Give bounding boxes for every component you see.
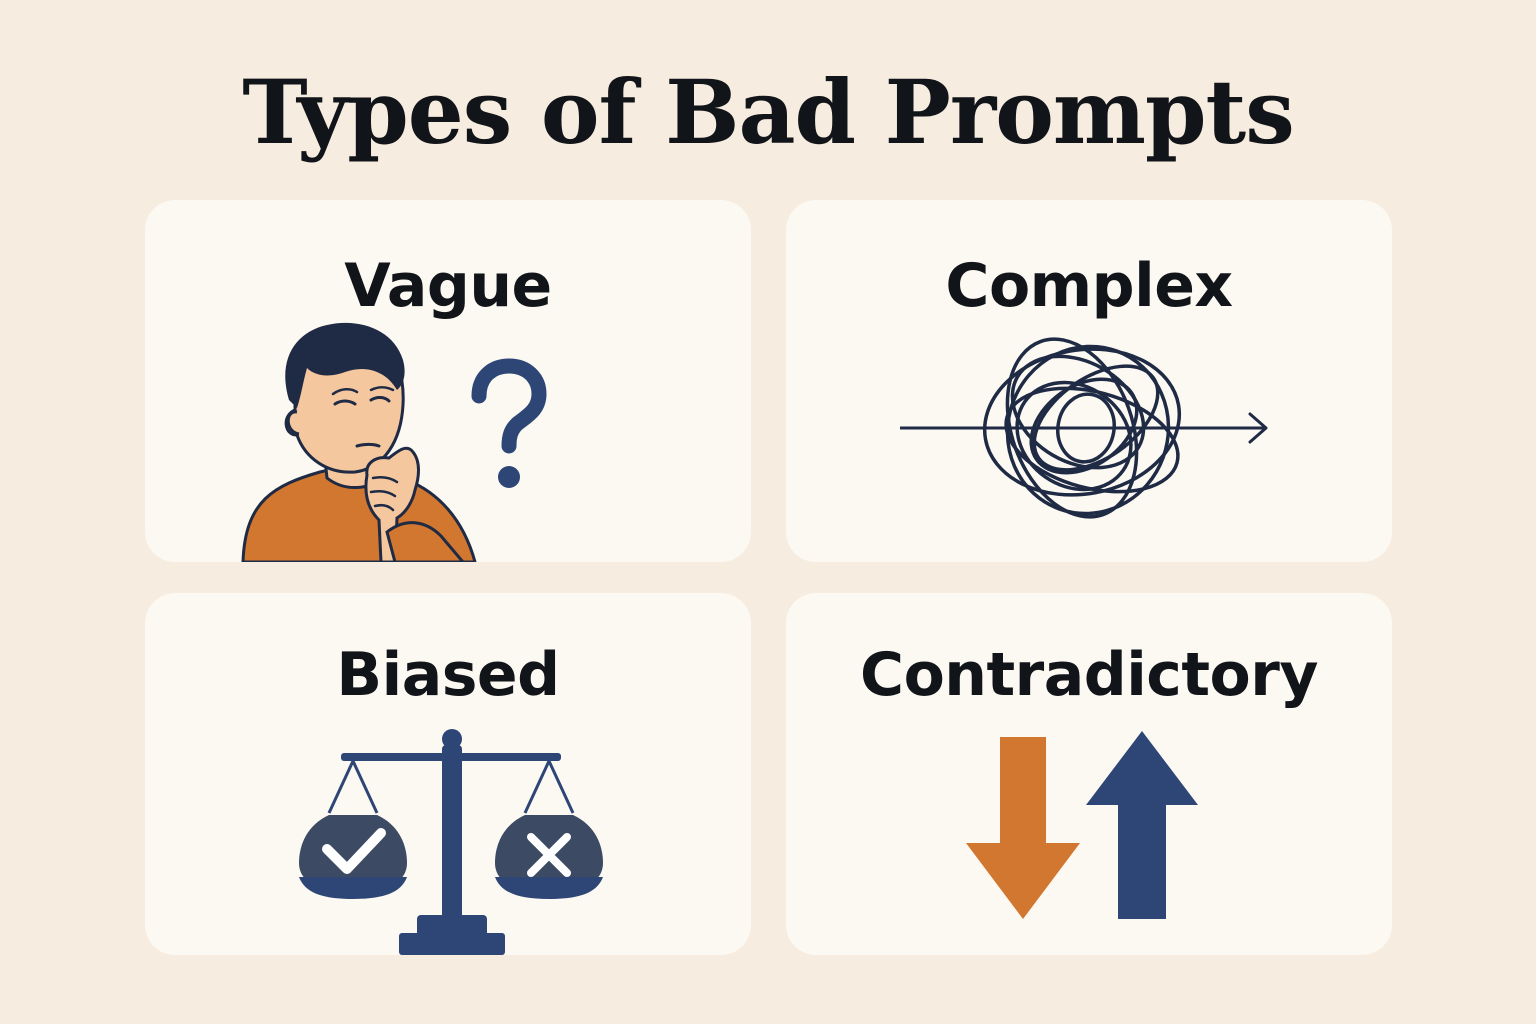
down-arrow-icon: [966, 737, 1080, 919]
card-complex: Complex: [786, 200, 1392, 562]
question-mark-icon: [471, 358, 547, 488]
balance-scale-check-cross-icon: [299, 729, 603, 955]
thinking-person-question-icon: [241, 322, 547, 562]
check-icon: [299, 815, 407, 893]
cross-icon: [495, 815, 603, 893]
card-contradictory: Contradictory: [786, 593, 1392, 955]
up-arrow-icon: [1086, 731, 1198, 919]
card-vague: Vague: [145, 200, 751, 562]
card-biased: Biased: [145, 593, 751, 955]
tangled-line-arrow-icon: [900, 337, 1268, 519]
card-label-complex: Complex: [945, 251, 1233, 321]
card-label-biased: Biased: [336, 640, 560, 710]
opposing-arrows-icon: [966, 731, 1198, 919]
card-label-contradictory: Contradictory: [860, 640, 1318, 710]
card-label-vague: Vague: [344, 251, 552, 321]
page-title: Types of Bad Prompts: [242, 60, 1294, 164]
